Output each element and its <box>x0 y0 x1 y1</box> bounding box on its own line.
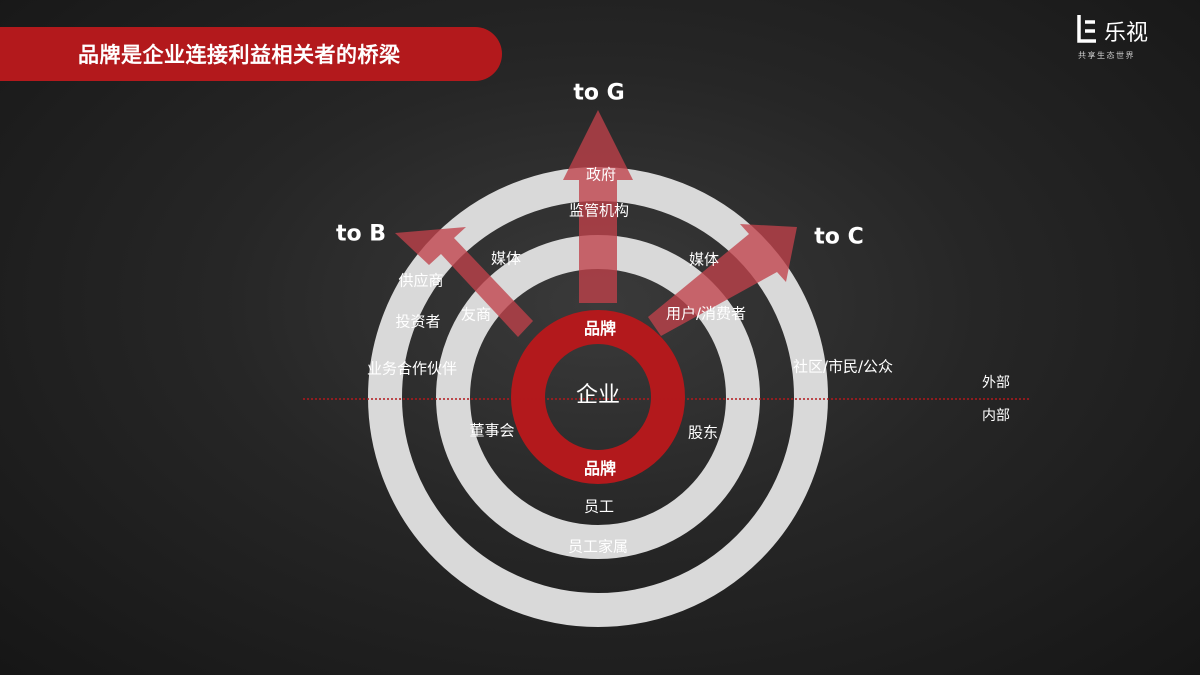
brand-top: 品牌 <box>583 319 617 338</box>
outer-partners: 业务合作伙伴 <box>366 359 458 378</box>
outer-regulators: 监管机构 <box>568 201 630 220</box>
outer-employee-families: 员工家属 <box>567 537 629 556</box>
label-to-b: to B <box>335 221 387 247</box>
inner-users: 用户/消费者 <box>665 304 747 323</box>
arrow-to-b <box>395 227 533 337</box>
brand-bottom: 品牌 <box>583 459 617 478</box>
brand-ring <box>511 310 685 484</box>
logo-name: 乐视 <box>1104 21 1149 46</box>
outer-community: 社区/市民/公众 <box>792 357 894 376</box>
letv-logo: 乐视 共享生态世界 <box>1076 12 1166 68</box>
arrow-to-c <box>648 224 797 336</box>
inner-friend-business: 友商 <box>460 305 492 324</box>
outer-government: 政府 <box>585 165 617 184</box>
label-external: 外部 <box>982 375 1010 391</box>
page-title: 品牌是企业连接利益相关者的桥梁 <box>78 43 401 67</box>
inner-media-right: 媒体 <box>688 250 720 269</box>
outer-investors: 投资者 <box>395 312 441 331</box>
label-internal: 内部 <box>982 408 1010 424</box>
inner-employees: 员工 <box>583 497 615 516</box>
inner-media-left: 媒体 <box>490 249 522 268</box>
direction-arrows <box>395 110 797 337</box>
letv-logo-mark <box>1077 15 1096 43</box>
label-to-c: to C <box>814 224 864 250</box>
inner-shareholders: 股东 <box>687 423 719 442</box>
inner-board: 董事会 <box>469 421 515 440</box>
core-enterprise: 企业 <box>575 383 621 408</box>
arrow-to-g <box>563 110 633 303</box>
outer-suppliers: 供应商 <box>398 271 444 290</box>
label-to-g: to G <box>573 80 625 106</box>
title-banner: 品牌是企业连接利益相关者的桥梁 <box>0 27 502 81</box>
logo-slogan: 共享生态世界 <box>1078 51 1135 60</box>
